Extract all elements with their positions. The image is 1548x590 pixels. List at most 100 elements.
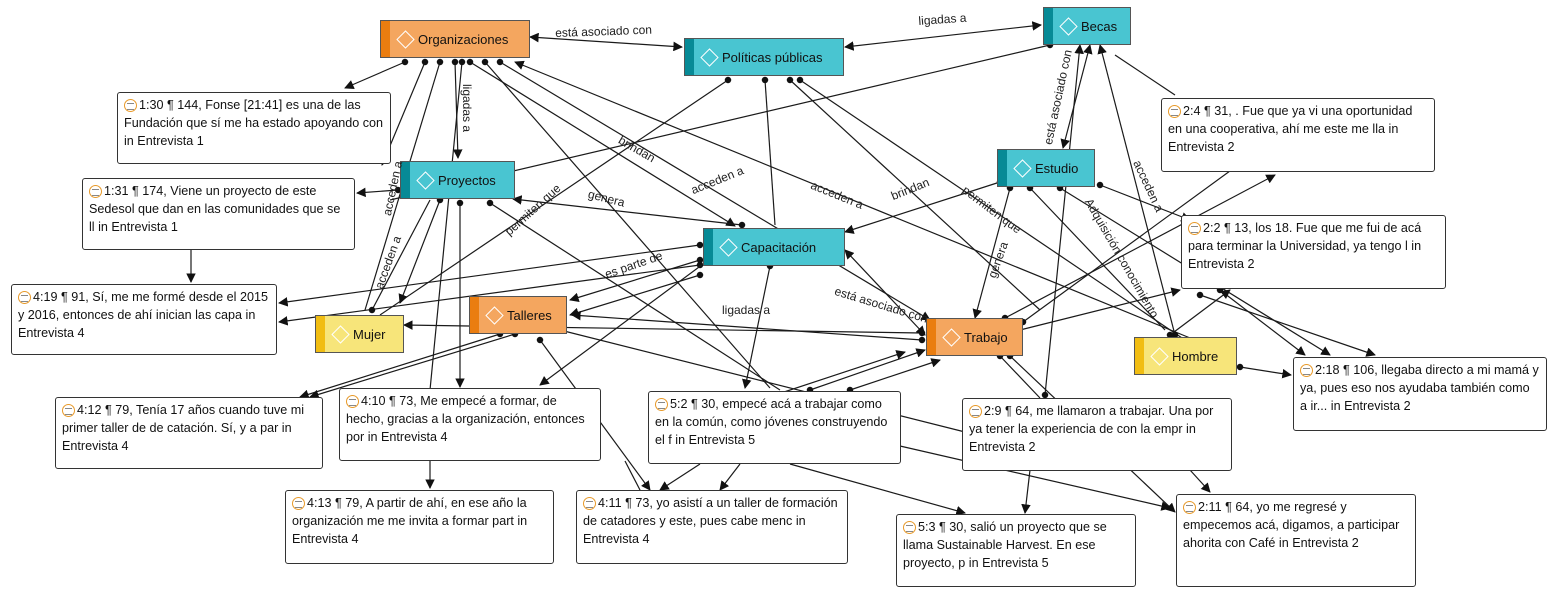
code-diamond-icon [331,324,350,344]
relation-line[interactable] [429,58,466,391]
quotation-text: 4:19 ¶ 91, Sí, me me formé desde el 2015… [18,290,268,340]
quotation-4-12[interactable]: 4:12 ¶ 79, Tenía 17 años cuando tuve mi … [55,397,323,469]
quotation-4-11[interactable]: 4:11 ¶ 73, yo asistí a un taller de form… [576,490,848,564]
quotation-2-9[interactable]: 2:9 ¶ 64, me llamaron a trabajar. Una po… [962,398,1232,471]
code-diamond-icon [396,29,415,49]
code-diamond-icon [1150,346,1169,366]
node-hombre[interactable]: Hombre [1134,337,1237,375]
quotation-2-4[interactable]: 2:4 ¶ 31, . Fue que ya vi una oportunida… [1161,98,1435,172]
relation-line[interactable] [996,352,1041,399]
edge-label: ligadas a [722,303,771,317]
relation-line[interactable] [309,330,519,400]
relation-line[interactable] [529,32,683,52]
quotation-icon [346,395,359,408]
quotation-4-19[interactable]: 4:19 ¶ 91, Sí, me me formé desde el 2015… [11,284,277,355]
node-label: Becas [1081,18,1118,34]
relation-line[interactable] [742,262,774,389]
node-mujer[interactable]: Mujer [315,315,404,353]
quotation-1-30[interactable]: 1:30 ¶ 144, Fonse [21:41] es una de las … [117,92,391,164]
node-color-bar [1044,8,1053,44]
node-color-bar [704,229,713,265]
node-color-bar [998,150,1007,186]
node-color-bar [316,316,325,352]
relation-line[interactable] [719,463,741,491]
node-estudio[interactable]: Estudio [997,149,1095,187]
relation-line[interactable] [844,21,1042,51]
code-diamond-icon [416,170,435,190]
relation-line[interactable] [789,463,966,516]
relation-line[interactable] [368,199,431,314]
quotation-text: 1:31 ¶ 174, Viene un proyecto de este Se… [89,184,341,234]
relation-line[interactable] [481,58,771,389]
node-label: Políticas públicas [722,49,823,65]
relation-line[interactable] [1189,469,1211,493]
quotation-icon [1188,222,1201,235]
quotation-4-13[interactable]: 4:13 ¶ 79, A partir de ahí, en ese año l… [285,490,554,564]
relation-line[interactable] [398,196,444,304]
node-label: Talleres [507,307,552,323]
quotation-5-2[interactable]: 5:2 ¶ 30, empecé acá a trabajar como en … [648,391,901,464]
node-proyectos[interactable]: Proyectos [400,161,515,199]
relation-line[interactable] [1021,469,1031,514]
quotation-icon [18,291,31,304]
code-diamond-icon [700,47,719,67]
relation-line[interactable] [1114,54,1176,96]
quotation-text: 5:2 ¶ 30, empecé acá a trabajar como en … [655,397,888,447]
relation-line[interactable] [512,195,746,229]
quotation-4-10[interactable]: 4:10 ¶ 73, Me empecé a formar, de hecho,… [339,388,601,461]
node-label: Trabajo [964,329,1008,345]
relation-line[interactable] [344,58,409,89]
relation-line[interactable] [451,58,463,159]
node-becas[interactable]: Becas [1043,7,1131,45]
quotation-icon [969,405,982,418]
relation-line[interactable] [1060,44,1093,149]
node-color-bar [470,297,479,333]
quotation-text: 2:9 ¶ 64, me llamaron a trabajar. Una po… [969,404,1214,454]
edge-label: ligadas a [460,84,474,133]
quotation-2-18[interactable]: 2:18 ¶ 106, llegaba directo a mi mamá y … [1293,357,1547,431]
relation-line[interactable] [1216,286,1306,356]
quotation-text: 2:2 ¶ 13, los 18. Fue que me fui de acá … [1188,221,1422,271]
relation-line[interactable] [846,358,941,394]
node-label: Capacitación [741,239,817,255]
relation-line[interactable] [771,350,906,399]
relation-line[interactable] [571,310,926,344]
quotation-icon [1300,364,1313,377]
node-talleres[interactable]: Talleres [469,296,567,334]
quotation-2-11[interactable]: 2:11 ¶ 64, yo me regresé y empecemos acá… [1176,494,1416,587]
quotation-text: 4:11 ¶ 73, yo asistí a un taller de form… [583,496,838,546]
quotation-text: 2:4 ¶ 31, . Fue que ya vi una oportunida… [1168,104,1413,154]
quotation-icon [292,497,305,510]
relation-line[interactable] [659,463,701,491]
relation-line[interactable] [356,186,402,198]
relation-line[interactable] [1001,174,1276,322]
quotation-icon [1183,501,1196,514]
relation-line[interactable] [624,460,641,491]
node-label: Estudio [1035,160,1079,176]
quotation-icon [583,497,596,510]
relation-line[interactable] [899,445,1171,511]
quotation-icon [655,398,668,411]
quotation-icon [1168,105,1181,118]
relation-line[interactable] [761,76,776,226]
relation-line[interactable] [844,249,926,336]
node-capacitacion[interactable]: Capacitación [703,228,845,266]
quotation-5-3[interactable]: 5:3 ¶ 30, salió un proyecto que se llama… [896,514,1136,587]
quotation-text: 2:18 ¶ 106, llegaba directo a mi mamá y … [1300,363,1539,413]
relation-line[interactable] [1166,289,1231,339]
node-color-bar [401,162,410,198]
quotation-1-31[interactable]: 1:31 ¶ 174, Viene un proyecto de este Se… [82,178,355,250]
node-color-bar [1135,338,1144,374]
code-diamond-icon [1013,158,1032,178]
code-diamond-icon [1059,16,1078,36]
quotation-icon [62,404,75,417]
node-organizaciones[interactable]: Organizaciones [380,20,530,58]
node-color-bar [381,21,390,57]
node-trabajo[interactable]: Trabajo [926,318,1023,356]
relation-line[interactable] [1236,363,1292,379]
quotation-icon [124,99,137,112]
quotation-2-2[interactable]: 2:2 ¶ 13, los 18. Fue que me fui de acá … [1181,215,1446,289]
quotation-icon [903,521,916,534]
node-politicas-publicas[interactable]: Políticas públicas [684,38,844,76]
